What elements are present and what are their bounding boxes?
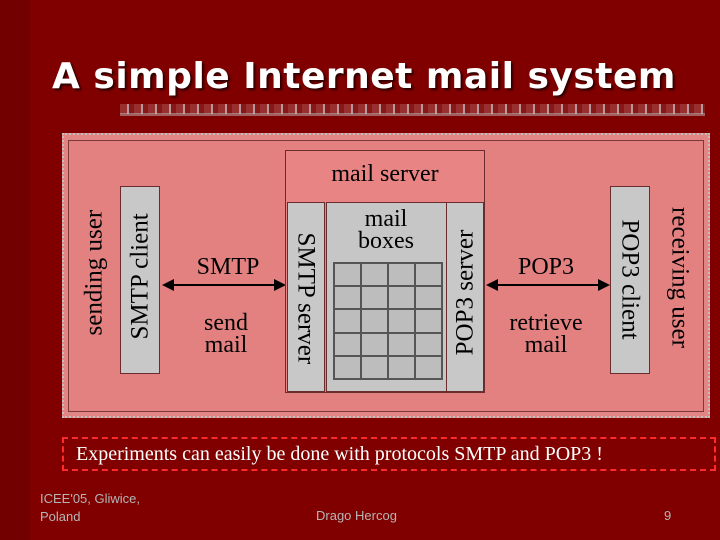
mailbox-cell [389,333,414,355]
title-underline-shadow [120,113,705,116]
mailbox-cell [335,310,360,332]
smtp-arrow [162,279,286,291]
title-underline [120,104,705,114]
mailbox-cell [362,333,387,355]
mailbox-cell [362,264,387,286]
mailbox-grid [333,262,443,380]
mailbox-cell [335,356,360,378]
experiments-note: Experiments can easily be done with prot… [62,437,716,471]
mailbox-cell [362,310,387,332]
mailbox-cell [416,310,441,332]
mailbox-cell [416,287,441,309]
smtp-client-box [120,186,160,374]
pop3-server-label: POP3 server [451,229,479,356]
footer-author: Drago Hercog [316,508,397,523]
mailbox-cell [389,356,414,378]
pop3-protocol-label: POP3 [517,254,575,280]
smtp-server-box [287,202,325,392]
smtp-protocol-label: SMTP [196,254,260,280]
footer-page-number: 9 [664,508,672,523]
mailbox-cell [389,310,414,332]
mailbox-cell [335,287,360,309]
mailbox-cell [416,264,441,286]
mailbox-cell [362,356,387,378]
send-mail-label: send mail [204,310,248,358]
mailbox-cell [335,264,360,286]
pop3-client-box [610,186,650,374]
mailbox-cell [416,333,441,355]
pop3-server-box [446,202,484,392]
mailbox-cell [389,264,414,286]
footer-conference: ICEE'05, Gliwice, Poland [40,491,141,524]
left-accent-bar [0,0,30,540]
receiving-user-label: receiving user [666,207,694,348]
smtp-client-label: SMTP client [126,213,154,340]
retrieve-mail-label: retrieve mail [509,310,583,358]
mailbox-cell [389,287,414,309]
pop3-arrow [486,279,610,291]
mailbox-cell [335,333,360,355]
slide-title: A simple Internet mail system [52,56,676,97]
sending-user-label: sending user [80,209,108,336]
mailbox-cell [416,356,441,378]
smtp-server-label: SMTP server [292,232,320,365]
pop3-client-label: POP3 client [616,219,644,340]
mailbox-cell [362,287,387,309]
mail-server-label: mail server [331,161,439,187]
mail-boxes-label: mail boxes [358,206,414,254]
